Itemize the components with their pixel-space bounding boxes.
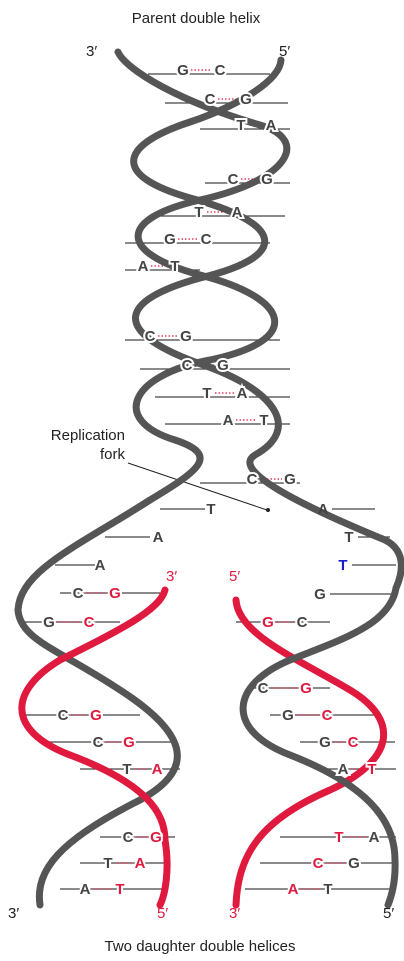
left-daughter-old-base: G xyxy=(43,614,55,631)
bottom-caption: Two daughter double helices xyxy=(105,938,296,955)
right-daughter-old-base: G xyxy=(282,707,294,724)
parent-base-right: A xyxy=(232,204,243,221)
bottom-end-label-3: 3′ xyxy=(229,905,240,922)
left-daughter-old-base: A xyxy=(80,881,91,898)
strands-back xyxy=(14,48,388,909)
fork-right-base: T xyxy=(344,529,353,546)
left-daughter-old-base: T xyxy=(103,855,112,872)
right-daughter-new-base: C xyxy=(313,855,324,872)
right-daughter-old-base: C xyxy=(258,680,269,697)
parent-base-right: A xyxy=(237,385,248,402)
left-daughter-new-base: G xyxy=(109,585,121,602)
right-daughter-old-base: C xyxy=(297,614,308,631)
fork-left-base: A xyxy=(153,529,164,546)
right-daughter-old-strand-path xyxy=(239,584,400,909)
fork-left-base: T xyxy=(206,501,215,518)
parent-base-right: G xyxy=(240,91,252,108)
left-daughter-old-base: C xyxy=(73,585,84,602)
bottom-end-label-2: 5′ xyxy=(157,905,168,922)
fork-right-base: A xyxy=(318,501,329,518)
right-daughter-old-base: T xyxy=(323,881,332,898)
left-daughter-new-base: G xyxy=(90,707,102,724)
parent-base-right: T xyxy=(170,258,179,275)
parent-base-right: C xyxy=(215,62,226,79)
parent-base-left: C xyxy=(205,91,216,108)
parent-base-left: T xyxy=(236,117,245,134)
parent-base-left: C xyxy=(145,328,156,345)
parent-base-left: G xyxy=(164,231,176,248)
left-daughter-new-base: C xyxy=(84,614,95,631)
parent-base-right: A xyxy=(266,117,277,134)
fork-label-line2: fork xyxy=(100,446,126,463)
right-daughter-new-base: T xyxy=(367,761,376,778)
left-daughter-old-base: C xyxy=(93,734,104,751)
fork-left-base: A xyxy=(95,557,106,574)
parent-base-left: T xyxy=(202,385,211,402)
diagram-title: Parent double helix xyxy=(132,10,261,27)
left-new-strand-top-label: 3′ xyxy=(166,568,177,585)
left-daughter-old-strand-path xyxy=(14,606,181,909)
fork-label-line1: Replication xyxy=(51,427,125,444)
left-daughter-old-base: T xyxy=(122,761,131,778)
right-new-strand-top-label: 5′ xyxy=(229,568,240,585)
parent-base-left: C xyxy=(228,171,239,188)
right-daughter-old-base: G xyxy=(348,855,360,872)
left-daughter-new-base: G xyxy=(123,734,135,751)
strands-front xyxy=(18,56,404,909)
right-daughter-old-base: A xyxy=(369,829,380,846)
right-daughter-old-base: G xyxy=(319,734,331,751)
parent-base-right: G xyxy=(284,471,296,488)
right-daughter-old-base: A xyxy=(338,761,349,778)
parent-base-right: C xyxy=(201,231,212,248)
left-daughter-new-strand-path xyxy=(18,586,171,909)
parent-base-left: T xyxy=(194,204,203,221)
right-daughter-new-base: A xyxy=(288,881,299,898)
parent-left-end-label: 3′ xyxy=(86,43,97,60)
right-daughter-new-base: G xyxy=(262,614,274,631)
parent-base-right: T xyxy=(259,412,268,429)
parent-strand-right-path xyxy=(130,56,404,592)
fork-right-base: G xyxy=(314,586,326,603)
left-daughter-new-base: T xyxy=(115,881,124,898)
parent-base-right: G xyxy=(261,171,273,188)
right-daughter-new-base: G xyxy=(300,680,312,697)
base-pair-rungs xyxy=(20,69,396,890)
parent-base-left: A xyxy=(138,258,149,275)
right-daughter-new-base: T xyxy=(334,829,343,846)
right-daughter-new-base: C xyxy=(322,707,333,724)
left-daughter-old-base: C xyxy=(58,707,69,724)
parent-base-left: C xyxy=(182,357,193,374)
right-daughter-new-strand-path xyxy=(232,596,388,909)
right-daughter-new-base: C xyxy=(348,734,359,751)
fork-pointer-line xyxy=(127,462,268,511)
parent-base-right: G xyxy=(217,357,229,374)
parent-base-left: G xyxy=(177,62,189,79)
parent-base-left: A xyxy=(223,412,234,429)
parent-right-end-label: 5′ xyxy=(279,43,290,60)
left-daughter-new-base: A xyxy=(152,761,163,778)
left-daughter-new-base: G xyxy=(150,829,162,846)
left-daughter-new-base: A xyxy=(135,855,146,872)
fork-highlighted-base: T xyxy=(338,557,347,574)
fork-pointer-dot xyxy=(266,508,270,512)
bottom-end-label-4: 5′ xyxy=(383,905,394,922)
parent-strand-left-path xyxy=(14,48,291,614)
bottom-end-label-1: 3′ xyxy=(8,905,19,922)
left-daughter-old-base: C xyxy=(123,829,134,846)
parent-base-right: G xyxy=(180,328,192,345)
parent-base-left: C xyxy=(247,471,258,488)
